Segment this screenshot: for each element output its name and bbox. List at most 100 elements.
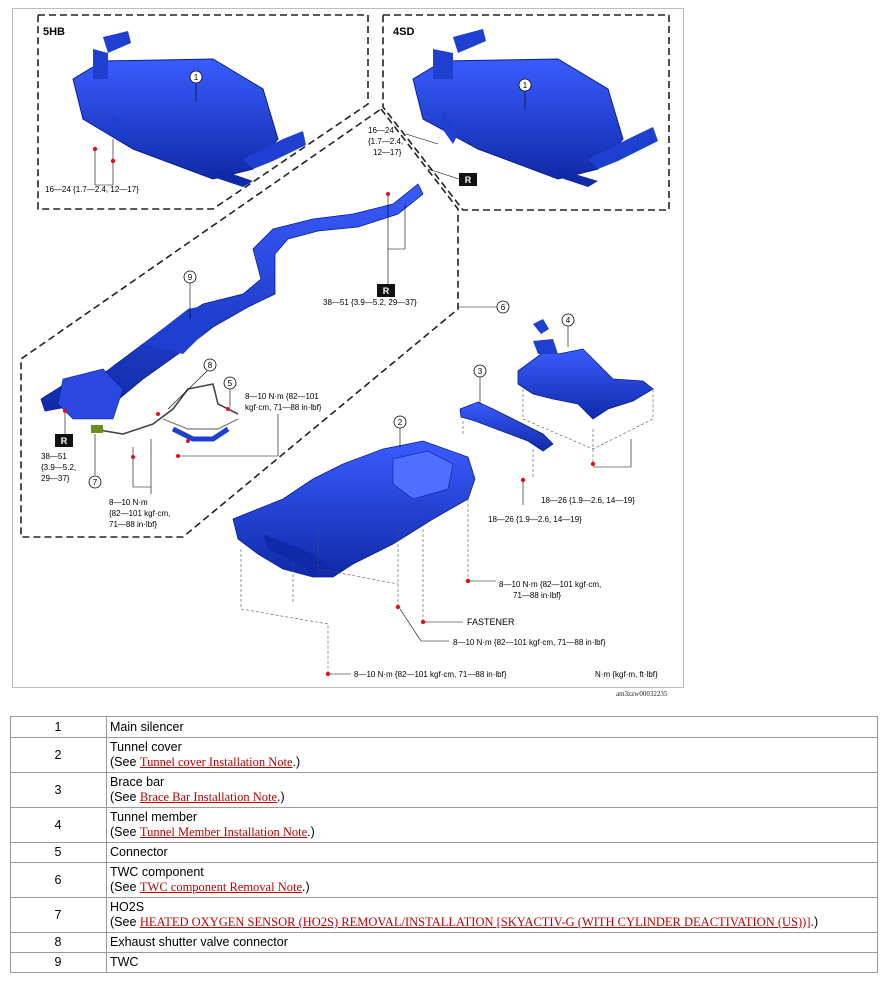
svg-text:5: 5: [228, 379, 233, 388]
callout-7: 7: [88, 434, 102, 489]
table-row: 3 Brace bar(See Brace Bar Installation N…: [10, 772, 878, 808]
bolts-twc-left: [131, 439, 152, 494]
svg-text:7: 7: [93, 478, 98, 487]
part-name: Tunnel member: [110, 810, 198, 824]
torque-twc-left-line1: 8—10 N·m: [109, 498, 148, 507]
torque-twc-right-line1: 8—10 N·m {82—101: [245, 392, 319, 401]
part-number: 8: [10, 932, 107, 953]
torque-4sd-line1: 16—24: [368, 126, 394, 135]
torque-twc-left-line2: {82—101 kgf·cm,: [109, 509, 170, 518]
twc-component-dashed-box: [20, 107, 459, 538]
see-suffix: .): [307, 825, 315, 839]
callout-1-4sd: 1: [518, 78, 532, 109]
tunnel-cover-installation-note-link[interactable]: Tunnel cover Installation Note: [139, 755, 293, 769]
twc-exhaust-pipe: [40, 183, 424, 420]
part-number: 2: [10, 737, 107, 773]
bolts-twc-right: [176, 414, 279, 458]
callout-9: 9: [183, 270, 197, 319]
brace-bar: [459, 401, 554, 452]
see-suffix: .): [302, 880, 310, 894]
svg-text:3: 3: [478, 367, 483, 376]
replace-marker-gasket-middle: R: [377, 192, 406, 297]
svg-text:R: R: [383, 286, 390, 296]
see-suffix: .): [810, 915, 819, 929]
tunnel-member-installation-note-link[interactable]: Tunnel Member Installation Note: [139, 825, 308, 839]
tunnel-member: [517, 319, 654, 420]
exhaust-system-exploded-diagram: 5HB 4SD 1 1 16—24 {1.7—2.4, 12—: [12, 8, 684, 688]
see-prefix: (See: [110, 755, 140, 769]
units-legend: N·m {kgf·m, ft·lbf}: [595, 670, 658, 679]
parts-table: 1 Main silencer 2 Tunnel cover(See Tunne…: [10, 716, 878, 973]
see-prefix: (See: [110, 790, 140, 804]
svg-text:R: R: [465, 175, 472, 185]
svg-text:1: 1: [523, 81, 528, 90]
replace-marker-gasket-top: R: [427, 168, 477, 186]
part-name: Tunnel cover: [110, 740, 182, 754]
table-row: 7 HO2S(See HEATED OXYGEN SENSOR (HO2S) R…: [10, 897, 878, 933]
tunnel-member-bolts: [522, 389, 654, 468]
main-silencer-4sd: [412, 29, 658, 187]
table-row: 2 Tunnel cover(See Tunnel cover Installa…: [10, 737, 878, 773]
see-suffix: .): [292, 755, 301, 769]
part-description: Brace bar(See Brace Bar Installation Not…: [106, 772, 878, 808]
part-number: 9: [10, 952, 107, 973]
svg-text:8: 8: [208, 361, 213, 370]
table-row: 8 Exhaust shutter valve connector: [10, 932, 878, 953]
callout-5: 5: [223, 376, 237, 407]
svg-text:4: 4: [566, 316, 571, 325]
ho2s-removal-installation-link[interactable]: HEATED OXYGEN SENSOR (HO2S) REMOVAL/INST…: [139, 915, 811, 929]
torque-r-left-line3: 29—37}: [41, 474, 70, 483]
5hb-label: 5HB: [43, 26, 65, 38]
torque-cover-right-line2: 71—88 in·lbf}: [513, 591, 561, 600]
svg-text:6: 6: [501, 303, 506, 312]
part-number: 5: [10, 842, 107, 863]
see-prefix: (See: [110, 880, 140, 894]
torque-cover-right-line1: 8—10 N·m {82—101 kgf·cm,: [499, 580, 601, 589]
torque-cover-bottom: 8—10 N·m {82—101 kgf·cm, 71—88 in·lbf}: [354, 670, 507, 679]
twc-component-removal-note-link[interactable]: TWC component Removal Note: [139, 880, 303, 894]
table-row: 6 TWC component(See TWC component Remova…: [10, 862, 878, 898]
replace-marker-gasket-left: R: [55, 409, 73, 447]
part-name: Main silencer: [106, 716, 878, 738]
svg-text:R: R: [61, 436, 68, 446]
tunnel-cover-bolts: [240, 484, 496, 677]
torque-4sd-line2: {1.7—2.4,: [368, 137, 403, 146]
part-description: Tunnel member(See Tunnel Member Installa…: [106, 807, 878, 843]
svg-text:1: 1: [194, 73, 199, 82]
torque-r-left-line2: {3.9—5.2,: [41, 463, 76, 472]
torque-brace-bar: 18—26 {1.9—2.6, 14—19}: [488, 515, 582, 524]
callout-3: 3: [473, 364, 487, 404]
part-number: 1: [10, 716, 107, 738]
brace-bar-installation-note-link[interactable]: Brace Bar Installation Note: [139, 790, 277, 804]
part-name: Exhaust shutter valve connector: [106, 932, 878, 953]
part-number: 3: [10, 772, 107, 808]
bolts-5hb: [92, 139, 116, 186]
part-description: Tunnel cover(See Tunnel cover Installati…: [106, 737, 878, 773]
callout-8: 8: [167, 358, 217, 410]
torque-r-middle: 38—51 {3.9—5.2, 29—37}: [323, 298, 417, 307]
part-name: HO2S: [110, 900, 145, 914]
see-prefix: (See: [110, 915, 140, 929]
part-name: Brace bar: [110, 775, 165, 789]
torque-4sd-line3: 12—17}: [373, 148, 402, 157]
brace-bar-bolts: [462, 421, 534, 505]
svg-text:2: 2: [398, 418, 403, 427]
part-name: Connector: [106, 842, 878, 863]
table-row: 1 Main silencer: [10, 716, 878, 738]
callout-2: 2: [393, 415, 407, 447]
torque-cover-mid: 8—10 N·m {82—101 kgf·cm, 71—88 in·lbf}: [453, 638, 606, 647]
see-suffix: .): [277, 790, 285, 804]
torque-5hb-silencer: 16—24 {1.7—2.4, 12—17}: [45, 185, 139, 194]
svg-text:9: 9: [188, 273, 193, 282]
torque-tunnel-member: 18—26 {1.9—2.6, 14—19}: [541, 496, 635, 505]
torque-twc-right-line2: kgf·cm, 71—88 in·lbf}: [245, 403, 322, 412]
part-name: TWC: [106, 952, 878, 973]
4sd-label: 4SD: [393, 26, 414, 38]
tunnel-cover: [232, 440, 476, 578]
part-description: TWC component(See TWC component Removal …: [106, 862, 878, 898]
part-description: HO2S(See HEATED OXYGEN SENSOR (HO2S) REM…: [106, 897, 878, 933]
see-prefix: (See: [110, 825, 140, 839]
part-number: 7: [10, 897, 107, 933]
torque-r-left-line1: 38—51: [41, 452, 67, 461]
fastener-label: FASTENER: [467, 617, 515, 627]
